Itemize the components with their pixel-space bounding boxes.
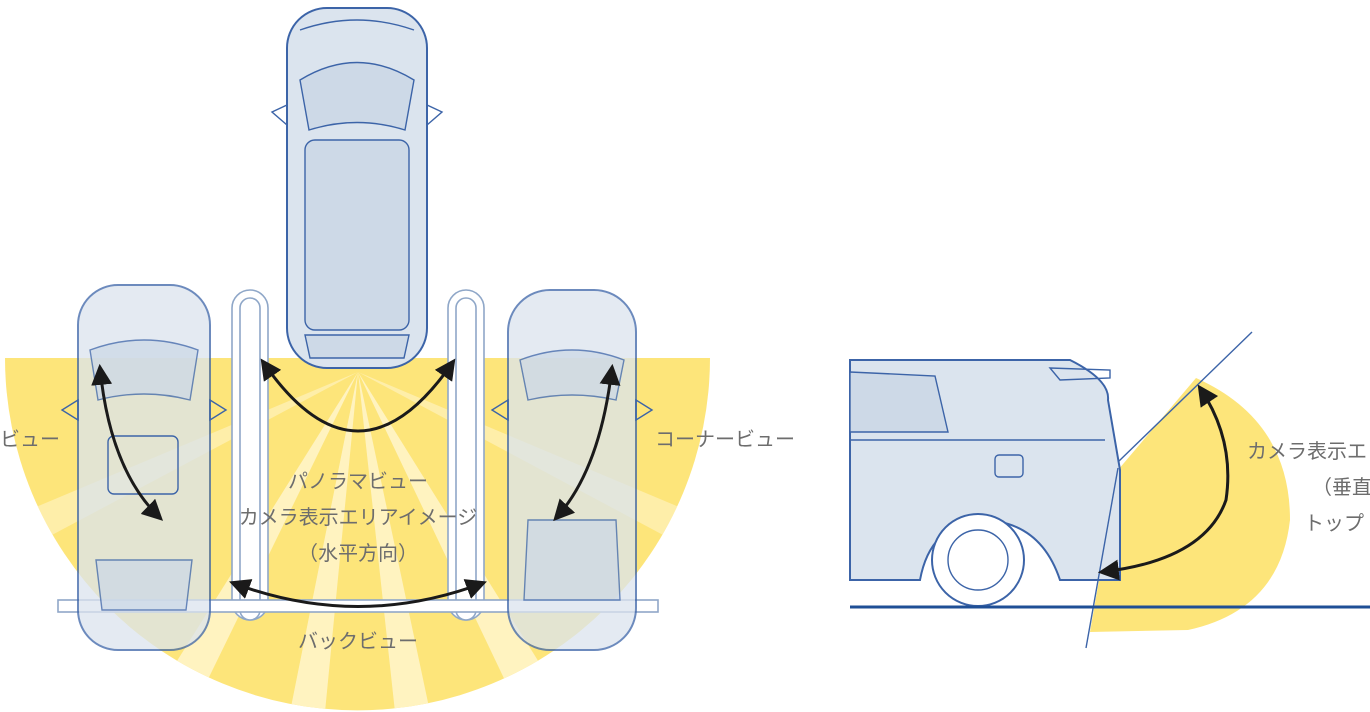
- right-car: [490, 289, 654, 651]
- view-arrows: [91, 358, 621, 608]
- label-camera-area-side: カメラ表示エ: [1247, 439, 1367, 463]
- left-car: [60, 284, 228, 651]
- label-back-view: バックビュー: [298, 629, 418, 653]
- label-corner-view-right: コーナービュー: [655, 427, 795, 451]
- center-car: [270, 7, 444, 369]
- label-corner-view-left: ビュー: [0, 427, 60, 451]
- label-panorama-view: パノラマビュー: [288, 469, 428, 493]
- back-arrow: [229, 579, 487, 608]
- label-top: トップ: [1304, 511, 1364, 535]
- corner-arrow-right: [553, 363, 621, 522]
- corner-arrow-left: [91, 363, 164, 521]
- label-camera-area-image: カメラ表示エリアイメージ: [239, 505, 478, 529]
- side-car: [849, 359, 1121, 607]
- label-horizontal-direction: （水平方向）: [298, 541, 418, 565]
- panorama-arrow: [260, 358, 456, 433]
- label-vertical-direction: （垂直: [1312, 475, 1370, 499]
- vertical-view-arrow: [1097, 384, 1230, 581]
